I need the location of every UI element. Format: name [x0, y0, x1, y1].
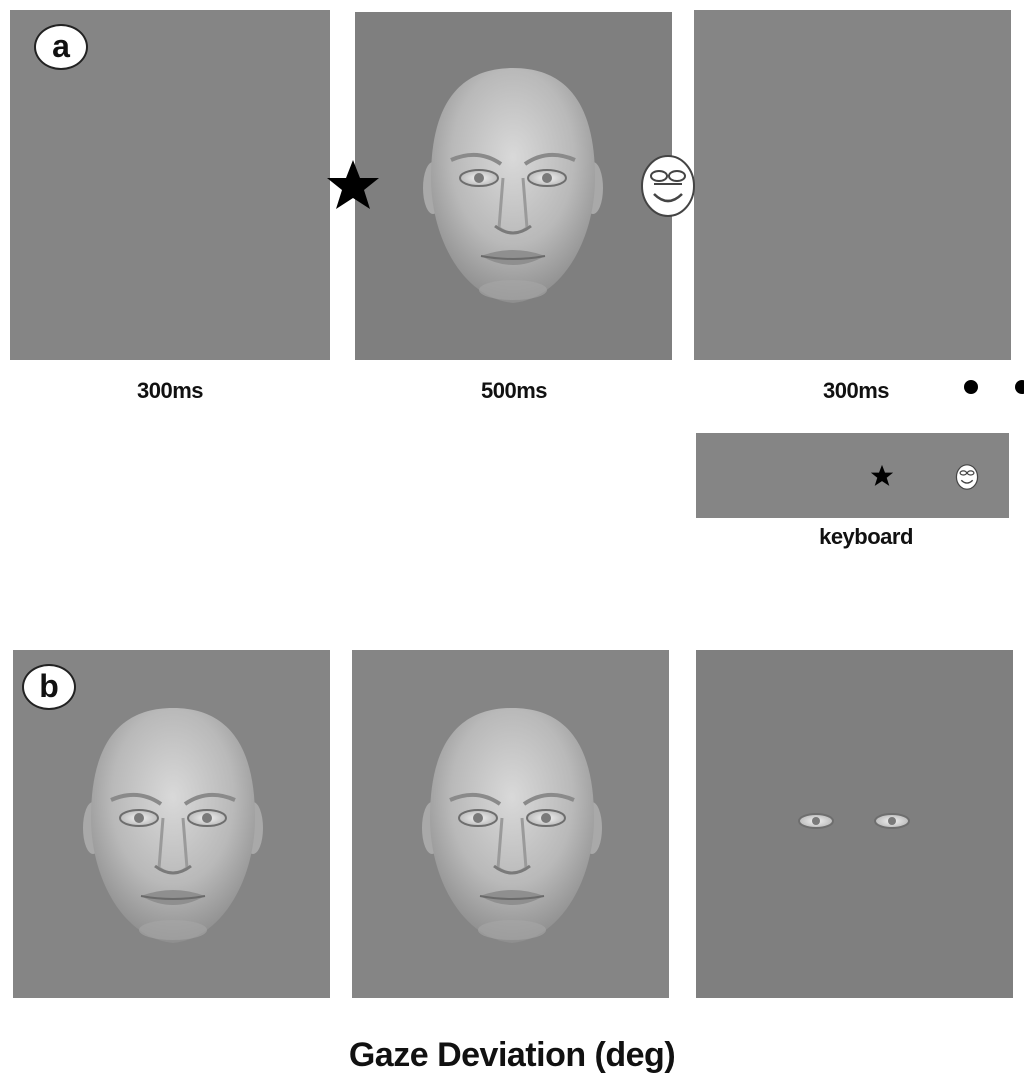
eyes-stimulus	[794, 804, 914, 838]
duration-label-3: 300ms	[776, 378, 936, 404]
face-stimulus	[422, 708, 602, 948]
smiley-icon	[640, 154, 696, 218]
response-screen	[696, 433, 1009, 518]
duration-label-1: 300ms	[90, 378, 250, 404]
face-stimulus	[423, 68, 603, 308]
duration-label-2: 500ms	[434, 378, 594, 404]
panel-a-badge: a	[34, 24, 88, 70]
gaze-stimulus-full-face-2	[352, 650, 669, 998]
continuation-dots	[958, 374, 1024, 400]
smiley-icon	[955, 464, 979, 490]
face-stimulus	[83, 708, 263, 948]
panel-b-badge: b	[22, 664, 76, 710]
stimulus-screen-face	[355, 12, 672, 360]
star-icon	[325, 158, 381, 214]
star-icon	[870, 464, 894, 488]
stimulus-screen-blank	[694, 10, 1011, 360]
axis-title: Gaze Deviation (deg)	[262, 1036, 762, 1075]
response-label: keyboard	[766, 524, 966, 550]
gaze-stimulus-eyes-only	[696, 650, 1013, 998]
